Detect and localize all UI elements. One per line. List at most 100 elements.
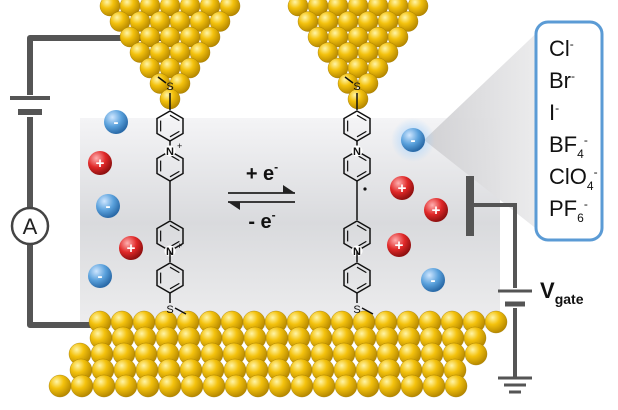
thiol-bond-top <box>157 76 167 84</box>
gold-atom <box>169 73 191 94</box>
sulfur-atom-top: S <box>166 81 173 93</box>
reaction-arrows <box>228 185 295 210</box>
anion-sign: - <box>431 272 436 289</box>
gold-atom <box>290 374 314 398</box>
gold-atom <box>224 374 248 398</box>
anion-subscript: 6 <box>577 211 584 225</box>
gold-atom <box>114 374 138 398</box>
anion-sign: - <box>411 132 416 149</box>
cation-sign: + <box>127 240 136 257</box>
gate-label-sub: gate <box>555 291 584 307</box>
gold-atom <box>48 374 72 398</box>
anion-box <box>534 20 604 242</box>
cation-sign: + <box>432 202 441 219</box>
double-bond <box>169 170 180 178</box>
gold-atom <box>444 374 468 398</box>
gold-atom <box>464 342 488 366</box>
double-bond <box>356 114 367 122</box>
ammeter <box>10 206 50 246</box>
double-bond <box>356 170 367 178</box>
anion <box>88 264 112 288</box>
gold-atom <box>484 310 508 334</box>
reaction-reverse-sup: - <box>272 208 276 222</box>
nitrogen-charge: + <box>177 241 182 251</box>
gold-atom <box>367 57 389 79</box>
anion-subscript: 4 <box>577 147 584 161</box>
anion-entry: Br- <box>549 68 575 93</box>
nitrogen-background <box>351 145 363 157</box>
anion-charge: - <box>584 197 588 211</box>
anion-base: Cl <box>549 36 570 61</box>
ions-layer: - + - + - + + + - - <box>88 110 448 292</box>
gold-atom <box>246 374 270 398</box>
double-bond <box>169 114 180 122</box>
cation <box>119 236 143 260</box>
radical-dot <box>363 187 367 191</box>
gold-atom <box>179 57 201 79</box>
anion <box>421 268 445 292</box>
anion-entry: BF4- <box>549 132 588 161</box>
gold-atom <box>347 88 369 110</box>
cation-sign: + <box>395 237 404 254</box>
gold-atom <box>180 374 204 398</box>
gold-atom <box>356 374 380 398</box>
gold-atom <box>387 26 409 48</box>
cation-sign: + <box>96 155 105 172</box>
gold-tip-right <box>287 0 429 110</box>
double-bond <box>356 266 367 274</box>
gold-atom <box>70 374 94 398</box>
gold-atom <box>334 374 358 398</box>
gold-atom <box>209 11 231 32</box>
nitrogen-background <box>164 145 176 157</box>
anion-charge: - <box>584 133 588 147</box>
anion-charge: - <box>571 69 575 83</box>
anion-charge: - <box>594 165 598 179</box>
gold-atom <box>400 374 424 398</box>
gold-atom <box>268 374 292 398</box>
sulfur-atom-top: S <box>353 81 360 93</box>
reaction-forward-label: + e- <box>246 160 278 185</box>
gate-wire <box>474 203 517 378</box>
reaction-forward-sup: - <box>274 160 278 174</box>
anion <box>96 194 120 218</box>
anion-base: BF <box>549 132 577 157</box>
anion-charge: - <box>555 101 559 115</box>
gold-atom <box>377 42 399 63</box>
gold-tip-left <box>99 0 241 110</box>
anion-sign: - <box>106 198 111 215</box>
double-bond <box>356 282 367 290</box>
reaction-reverse-text: - e <box>248 211 271 233</box>
gold-atom <box>357 73 379 94</box>
nitrogen-atom-label: N <box>353 146 361 158</box>
nitrogen-atom-label: N <box>166 146 174 158</box>
gate-label-main: V <box>540 278 555 303</box>
zoom-cone <box>424 22 548 238</box>
anion-entry: PF6- <box>549 196 588 225</box>
anion-charge: - <box>570 37 574 51</box>
sulfur-atom-bottom: S <box>166 304 173 316</box>
anion-sign: - <box>98 268 103 285</box>
anion-entry: I- <box>549 100 559 125</box>
reverse-arrow-head <box>228 202 240 210</box>
double-bond <box>169 130 180 138</box>
molecule-reduced: SNNS <box>343 76 374 316</box>
cation <box>390 176 414 200</box>
anion-base: PF <box>549 196 577 221</box>
gold-atom <box>312 374 336 398</box>
gold-atom <box>199 26 221 48</box>
left-circuit-wire <box>27 35 178 328</box>
ammeter-label: A <box>23 214 38 239</box>
forward-arrow-head <box>283 185 295 193</box>
reaction-forward-text: + e <box>246 163 274 185</box>
anion <box>401 128 425 152</box>
double-bond <box>169 224 180 232</box>
gold-atom <box>189 42 211 63</box>
methyl-bond <box>361 307 374 315</box>
cation <box>424 198 448 222</box>
anion-entry: Cl- <box>549 36 574 61</box>
methyl-bond <box>174 307 187 315</box>
gold-atom <box>378 374 402 398</box>
gold-atom <box>219 0 241 17</box>
anion-list: Cl-Br-I-BF4-ClO4-PF6- <box>549 36 598 225</box>
